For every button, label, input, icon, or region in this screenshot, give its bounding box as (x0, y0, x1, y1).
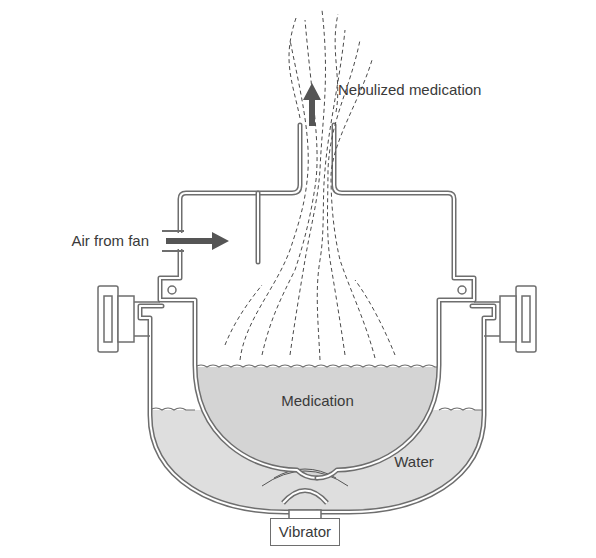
medication-region: Medication (245, 389, 390, 413)
air-arrow (166, 232, 229, 250)
mist-line (289, 18, 300, 118)
mist-line (335, 14, 338, 112)
cap-wall (160, 125, 317, 478)
surface-wave (150, 408, 195, 410)
output-label: Nebulized medication (338, 81, 538, 99)
cap-wall (160, 125, 317, 478)
mist-line (331, 60, 375, 358)
clamp-part (516, 286, 536, 352)
side-clamp (458, 286, 536, 352)
mist-line (290, 10, 325, 355)
seal-ring (168, 286, 176, 294)
outflow-arrow (303, 83, 321, 126)
surface-wave (195, 365, 439, 367)
medication-fill (195, 367, 439, 478)
vibrator-box: Vibrator (270, 518, 340, 546)
node-label: Vibrator (279, 523, 331, 541)
surface-wave (439, 408, 484, 410)
input-label: Air from fan (20, 232, 149, 250)
housing (140, 125, 494, 512)
clamp-part (474, 302, 500, 336)
mist-line (240, 40, 308, 360)
clamp-part (500, 296, 516, 342)
mist-line (262, 20, 317, 355)
housing-right (317, 125, 494, 512)
node-label: Water (394, 453, 433, 471)
cap-wall (317, 125, 474, 478)
water-region: Water (378, 450, 450, 474)
baffle-wall (257, 193, 259, 262)
transducer-dome (283, 491, 327, 504)
baffle-wall (256, 193, 261, 262)
clamp-part (104, 296, 112, 342)
seal-ring (458, 286, 466, 294)
clamp-part (134, 302, 160, 336)
clamp-part (118, 296, 134, 342)
cap-wall (317, 125, 474, 478)
mist-line (355, 280, 395, 355)
clamp-part (522, 296, 530, 342)
transducer-dome (283, 491, 327, 504)
clamp-part (98, 286, 118, 352)
node-label: Medication (281, 392, 354, 410)
mist-line (225, 285, 262, 345)
side-clamp (98, 286, 176, 352)
cup-interior (195, 300, 439, 478)
mist (225, 10, 395, 360)
air-inlet (162, 231, 229, 251)
